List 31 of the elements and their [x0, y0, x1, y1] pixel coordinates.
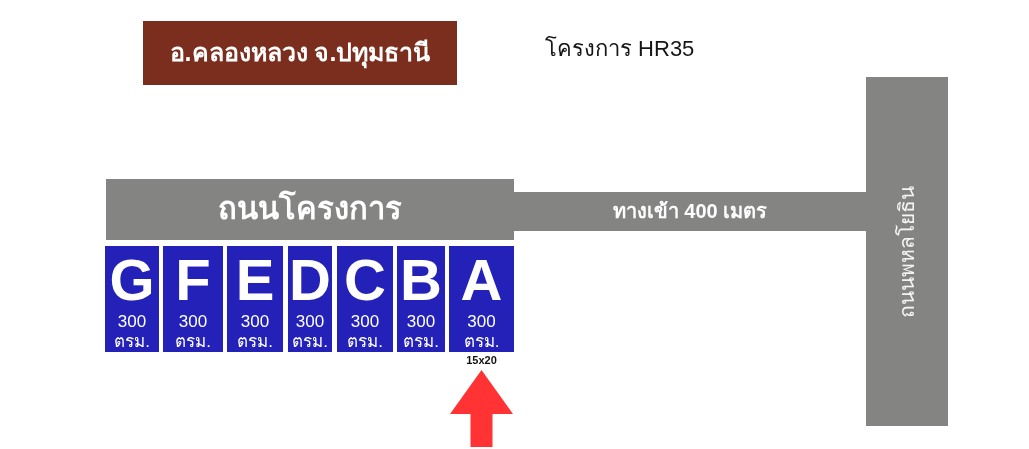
lot-area: 300 ตรม.: [110, 312, 154, 352]
road: [106, 179, 514, 240]
road-name: ถนนโครงการ: [218, 190, 402, 229]
lot-letter: D: [288, 251, 332, 309]
arrow: [450, 370, 513, 447]
road-name: ทางเข้า 400 เมตร: [612, 199, 768, 224]
lot-letter: A: [459, 251, 504, 309]
lot-area: 300 ตรม.: [343, 312, 387, 352]
lot-box: [105, 246, 159, 352]
lot-box: [337, 246, 393, 352]
project-label: โครงการ HR35: [545, 35, 695, 63]
lot-box: [449, 246, 514, 352]
lot-area: 300 ตรม.: [233, 312, 277, 352]
lot-box: [397, 246, 445, 352]
lot-area: 300 ตรม.: [288, 312, 332, 352]
lot-letter: F: [174, 251, 212, 309]
road: [866, 77, 948, 426]
lot-letter: G: [108, 251, 156, 309]
lot-box: [227, 246, 283, 352]
lot-area: 300 ตรม.: [171, 312, 215, 352]
lot-letter: B: [399, 251, 443, 309]
lot-box: [288, 246, 332, 352]
lot-area: 300 ตรม.: [459, 312, 504, 352]
lot-size: 15x20: [465, 354, 498, 367]
lot-letter: E: [234, 251, 276, 309]
lot-box: [163, 246, 223, 352]
title-banner: [143, 21, 457, 85]
lot-letter: C: [343, 251, 387, 309]
road-name: ถนนพหลโยธิน: [893, 185, 919, 318]
banner-text: อ.คลองหลวง จ.ปทุมธานี: [169, 37, 431, 69]
lot-area: 300 ตรม.: [399, 312, 443, 352]
